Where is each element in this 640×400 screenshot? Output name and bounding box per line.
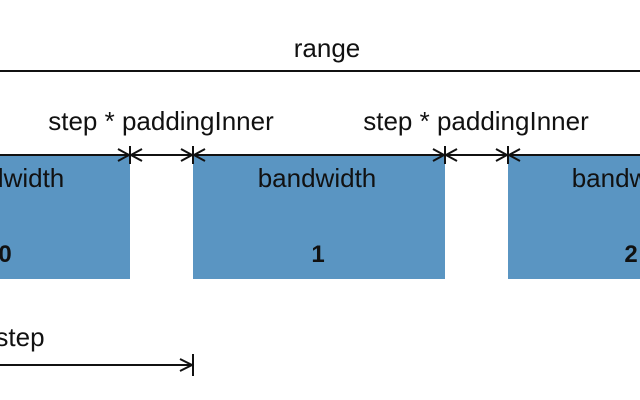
band-1-label: bandwidth [258, 163, 377, 193]
band-2 [508, 155, 640, 279]
band-0 [0, 155, 130, 279]
band-0-label: bandwidth [0, 163, 64, 193]
band-2-label: bandwidth [572, 163, 640, 193]
arrowhead-gap-1-right [180, 148, 195, 162]
padding-inner-label-1: step * paddingInner [48, 106, 274, 136]
band-1 [193, 155, 445, 279]
arrowhead-gap-1-left [128, 148, 143, 162]
step-label: step [0, 322, 45, 352]
arrowhead-step-right [179, 358, 195, 372]
band-0-index: 0 [0, 241, 12, 268]
band-1-index: 1 [311, 241, 324, 268]
band-2-index: 2 [624, 241, 637, 268]
arrowhead-gap-2-left [443, 148, 458, 162]
range-label: range [294, 33, 361, 63]
padding-inner-label-2: step * paddingInner [363, 106, 589, 136]
arrowhead-gap-2-right [495, 148, 510, 162]
